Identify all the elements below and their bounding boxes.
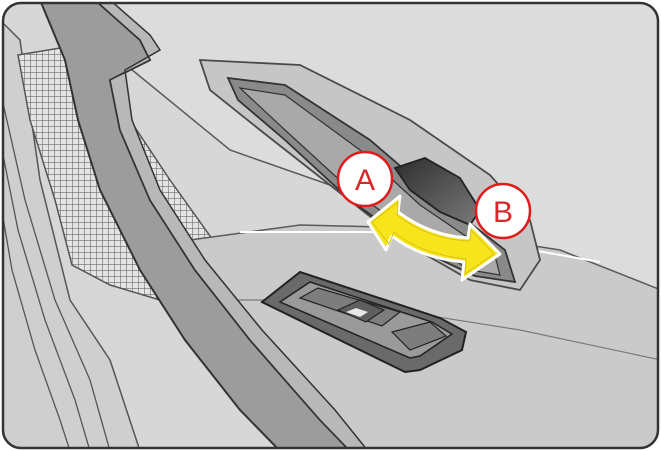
window-switch (260, 270, 468, 374)
callout-b-label: B (493, 196, 513, 229)
door-handle-lever (393, 157, 482, 227)
callout-a-label: A (355, 164, 375, 197)
callout-a: A (336, 150, 394, 208)
callout-b: B (474, 182, 532, 240)
double-headed-curved-arrow-icon (366, 194, 502, 282)
